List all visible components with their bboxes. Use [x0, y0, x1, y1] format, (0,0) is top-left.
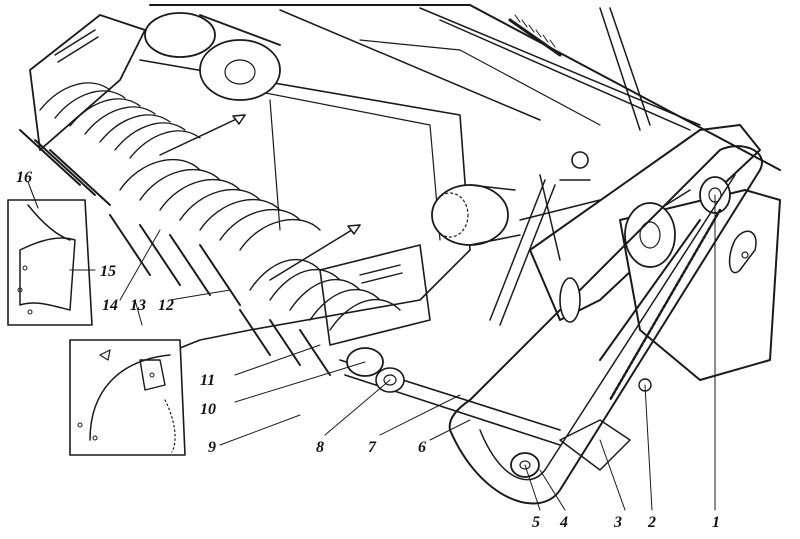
- callout-14: 14: [102, 297, 118, 314]
- callout-11: 11: [200, 372, 215, 389]
- callout-labels: 1 2 3 4 5 6 7 8 9 10 11 12 13 14 15 16: [16, 169, 720, 531]
- callout-12: 12: [158, 297, 174, 314]
- callout-5: 5: [532, 514, 540, 531]
- callout-6: 6: [418, 439, 426, 456]
- callout-10: 10: [200, 401, 216, 418]
- leader-lines: [27, 181, 716, 511]
- inset-knife-detail: [7, 181, 96, 326]
- divider-plate: [319, 244, 431, 346]
- drive-frame: [448, 124, 781, 505]
- finger-row-lower: [239, 259, 401, 376]
- finger-row-middle: [109, 158, 321, 306]
- finger-row-upper: [19, 82, 201, 206]
- upper-frame: [149, 4, 781, 171]
- flow-arrows: [159, 114, 361, 281]
- callout-1: 1: [712, 514, 720, 531]
- feeder-housing: [139, 12, 521, 361]
- left-end-plate: [29, 14, 146, 151]
- callout-9: 9: [208, 439, 216, 456]
- inset-drum-detail: [69, 339, 186, 456]
- callout-3: 3: [613, 514, 622, 531]
- callout-8: 8: [316, 439, 324, 456]
- callout-15: 15: [100, 263, 116, 280]
- callout-4: 4: [559, 514, 568, 531]
- callout-2: 2: [647, 514, 656, 531]
- callout-7: 7: [368, 439, 377, 456]
- callout-13: 13: [130, 297, 146, 314]
- callout-16: 16: [16, 169, 32, 186]
